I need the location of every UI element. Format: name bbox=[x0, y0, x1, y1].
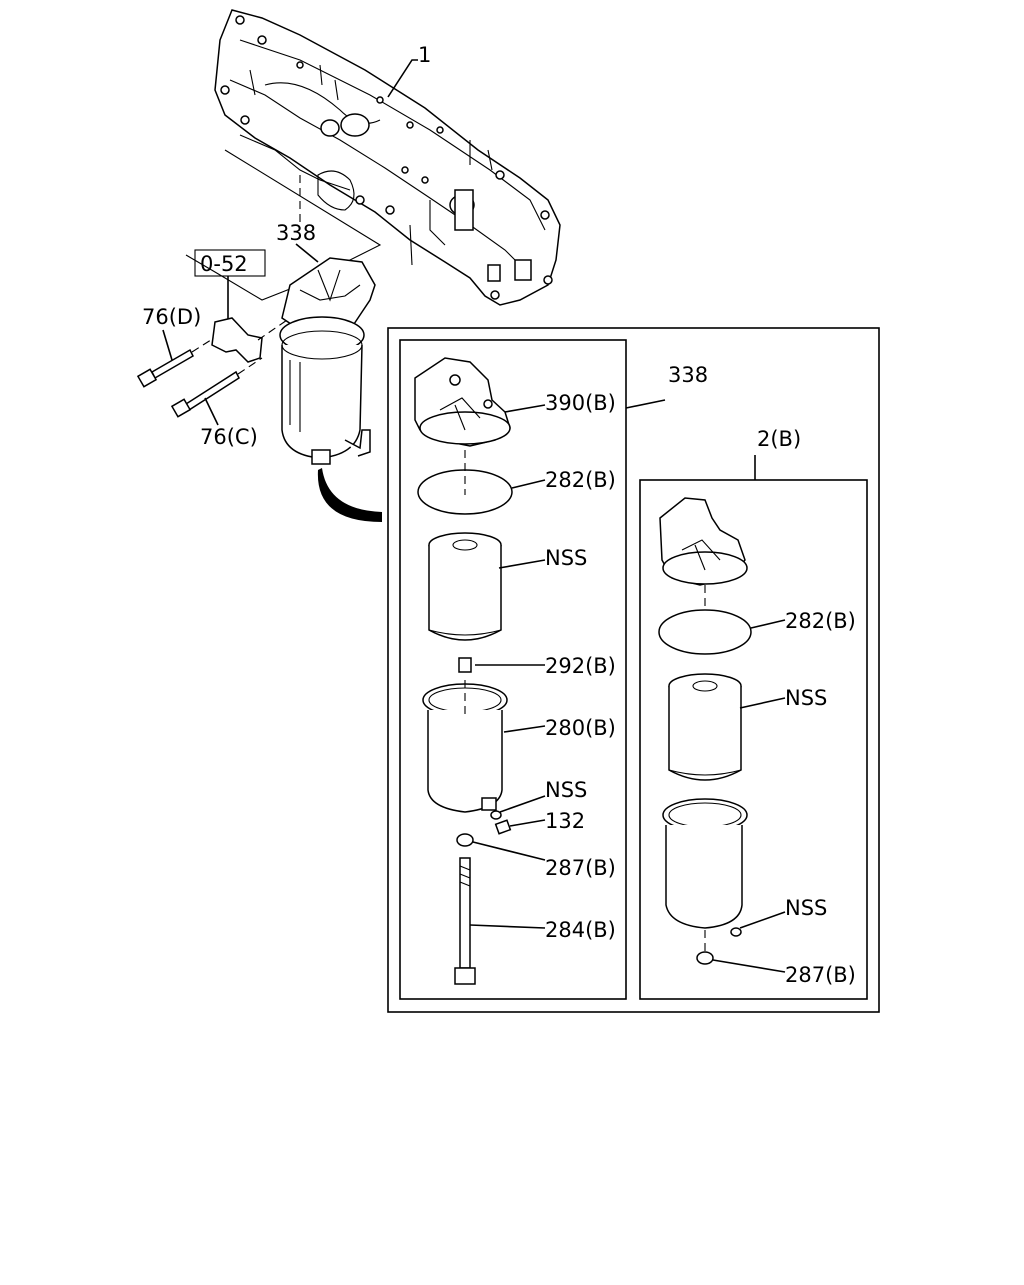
leader-oring-a bbox=[472, 841, 546, 861]
detail-arrow bbox=[317, 468, 382, 522]
detail-panel-left bbox=[399, 339, 627, 1000]
leader-engine-block bbox=[387, 59, 418, 98]
callout-element-a: NSS bbox=[545, 546, 587, 570]
reference-box bbox=[194, 249, 266, 277]
callout-bolt-c: 76(C) bbox=[200, 425, 258, 449]
callout-center-bolt: 284(B) bbox=[545, 918, 616, 942]
filter-head-left-illustration bbox=[414, 357, 511, 447]
callout-drain-bolt: 132 bbox=[545, 809, 585, 833]
filter-case-right-illustration bbox=[662, 798, 748, 929]
detail-frame bbox=[387, 327, 880, 1013]
leader-filter-assembly-top bbox=[295, 243, 319, 263]
bolt-d-illustration bbox=[136, 348, 194, 388]
filter-case-left-illustration bbox=[422, 683, 508, 813]
bolt-c-alignment-dash bbox=[237, 357, 263, 375]
sealing-ring-right-illustration bbox=[658, 609, 752, 655]
bolt-c-illustration bbox=[170, 370, 240, 418]
leader-center-bolt bbox=[469, 924, 546, 929]
leader-case-a bbox=[503, 725, 546, 733]
leader-ring-a bbox=[511, 479, 546, 489]
bolt-d-alignment-dash bbox=[191, 337, 215, 353]
callout-bolt-d: 76(D) bbox=[142, 305, 201, 329]
callout-plug: 292(B) bbox=[545, 654, 616, 678]
engine-block-illustration bbox=[214, 9, 561, 306]
callout-case-a: 280(B) bbox=[545, 716, 616, 740]
callout-engine-block: 1 bbox=[418, 43, 431, 67]
callout-element-b: NSS bbox=[785, 686, 827, 710]
leader-element-b bbox=[739, 697, 786, 709]
leader-element-a bbox=[498, 559, 546, 569]
callout-reference-box: 0-52 bbox=[200, 252, 248, 276]
mounting-outline bbox=[185, 149, 382, 301]
callout-head-b: 390(B) bbox=[545, 391, 616, 415]
callout-subassembly: 2(B) bbox=[757, 427, 801, 451]
callout-oring-a: 287(B) bbox=[545, 856, 616, 880]
callout-oring-b: 287(B) bbox=[785, 963, 856, 987]
leader-drain-a bbox=[499, 795, 546, 813]
bracket-illustration bbox=[211, 317, 263, 363]
leader-ring-b bbox=[750, 619, 786, 629]
oring-right-illustration bbox=[696, 951, 714, 965]
detail-panel-right bbox=[639, 479, 868, 1000]
drain-oring-right-illustration bbox=[730, 927, 742, 937]
center-bolt-illustration bbox=[454, 857, 476, 985]
leader-oring-b bbox=[712, 959, 786, 973]
filter-element-right-illustration bbox=[668, 673, 742, 781]
callout-filter-assembly-top: 338 bbox=[276, 221, 316, 245]
callout-detail-assembly: 338 bbox=[668, 363, 708, 387]
drain-bolt-illustration bbox=[494, 819, 512, 835]
callout-ring-a: 282(B) bbox=[545, 468, 616, 492]
leader-bolt-c bbox=[204, 397, 219, 426]
filter-assembly-illustration bbox=[279, 257, 376, 465]
leader-detail-assembly bbox=[625, 399, 666, 409]
leader-drain-b bbox=[739, 911, 786, 929]
leader-bolt-d bbox=[162, 329, 173, 361]
bracket-alignment-dash bbox=[257, 317, 291, 341]
plug-illustration bbox=[458, 657, 472, 673]
callout-ring-b: 282(B) bbox=[785, 609, 856, 633]
callout-drain-b: NSS bbox=[785, 896, 827, 920]
callout-drain-a: NSS bbox=[545, 778, 587, 802]
leader-drain-bolt bbox=[509, 819, 546, 827]
filter-head-right-illustration bbox=[659, 497, 748, 586]
oring-left-illustration bbox=[456, 833, 474, 847]
leader-head-b bbox=[504, 404, 546, 413]
drain-oring-left-illustration bbox=[490, 810, 502, 820]
filter-element-left-illustration bbox=[428, 532, 502, 641]
